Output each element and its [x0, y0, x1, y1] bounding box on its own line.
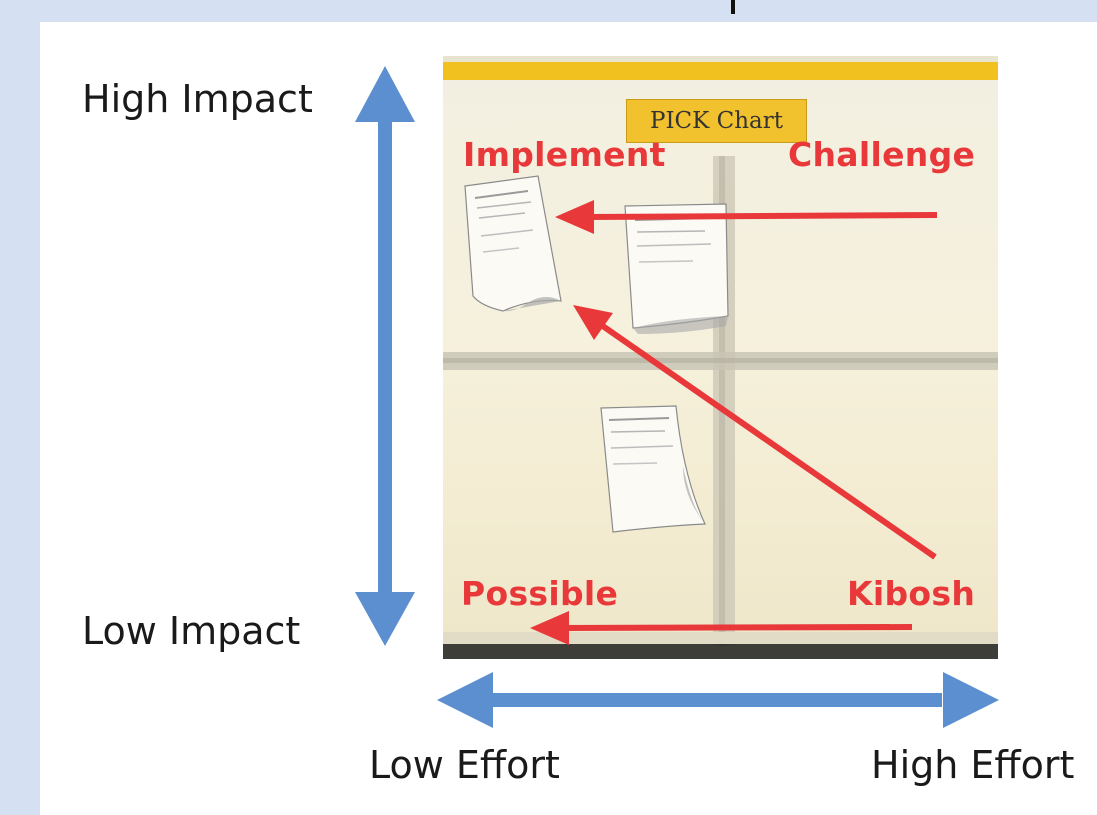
high-effort-label: High Effort	[871, 743, 1075, 787]
low-impact-label: Low Impact	[82, 609, 301, 653]
sticky-note	[464, 175, 562, 312]
challenge-label: Challenge	[788, 135, 976, 174]
sticky-note	[624, 203, 729, 334]
slide-top-band	[0, 0, 1097, 22]
pick-chart-tag: PICK Chart	[626, 99, 807, 143]
sticky-note	[600, 405, 706, 533]
implement-label: Implement	[463, 135, 666, 174]
high-impact-label: High Impact	[82, 77, 313, 121]
possible-label: Possible	[461, 574, 619, 613]
title-fragment	[731, 0, 735, 14]
yellow-tape	[443, 62, 998, 80]
kibosh-label: Kibosh	[847, 574, 976, 613]
low-effort-label: Low Effort	[369, 743, 560, 787]
